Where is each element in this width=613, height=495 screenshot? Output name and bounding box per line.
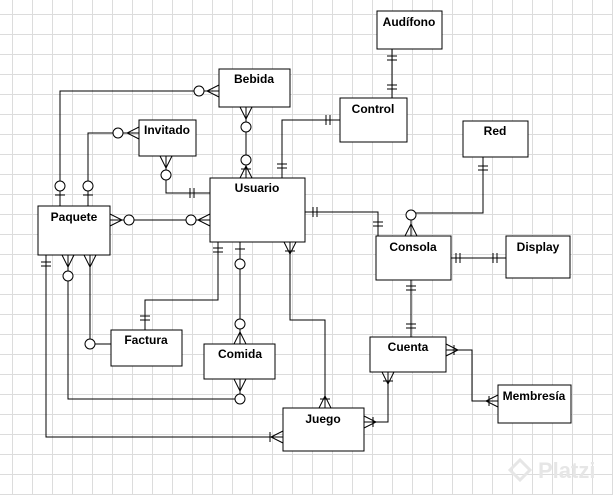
entity-membresia-label: Membresía bbox=[503, 389, 566, 403]
entity-red[interactable]: Red bbox=[462, 120, 529, 158]
entity-consola-label: Consola bbox=[389, 240, 437, 254]
entity-cuenta[interactable]: Cuenta bbox=[369, 336, 447, 373]
entity-invitado[interactable]: Invitado bbox=[138, 119, 197, 157]
entity-bebida[interactable]: Bebida bbox=[218, 68, 291, 108]
entity-paquete[interactable]: Paquete bbox=[37, 205, 111, 256]
rel-usuario-consola bbox=[305, 211, 379, 236]
entity-juego[interactable]: Juego bbox=[282, 407, 365, 452]
entity-juego-label: Juego bbox=[305, 412, 340, 426]
rel-cuenta-juego bbox=[364, 372, 389, 423]
entity-usuario[interactable]: Usuario bbox=[209, 177, 306, 243]
entity-red-label: Red bbox=[484, 124, 507, 138]
entity-control[interactable]: Control bbox=[339, 97, 408, 143]
rel-invitado-usuario bbox=[165, 156, 210, 194]
entity-bebida-label: Bebida bbox=[234, 72, 274, 86]
rel-cuenta-membresia bbox=[446, 349, 498, 402]
entity-consola[interactable]: Consola bbox=[375, 235, 452, 281]
rel-usuario-juego bbox=[289, 242, 326, 408]
entity-display-label: Display bbox=[517, 240, 560, 254]
entity-audifono[interactable]: Audífono bbox=[376, 10, 443, 50]
cardinality-markers bbox=[41, 55, 499, 444]
entity-invitado-label: Invitado bbox=[144, 123, 190, 137]
entity-display[interactable]: Display bbox=[505, 235, 571, 279]
watermark-text: Platzi bbox=[538, 458, 595, 483]
rel-invitado-paquete bbox=[87, 132, 139, 206]
entity-factura-label: Factura bbox=[124, 333, 168, 347]
rel-comida-paquete bbox=[67, 255, 241, 400]
platzi-logo-icon bbox=[507, 457, 533, 483]
rel-control-usuario bbox=[281, 119, 340, 178]
entity-control-label: Control bbox=[352, 102, 395, 116]
platzi-watermark: Platzi bbox=[507, 457, 595, 483]
rel-usuario-factura bbox=[144, 242, 219, 330]
entity-comida[interactable]: Comida bbox=[203, 343, 276, 380]
entity-paquete-label: Paquete bbox=[51, 210, 98, 224]
entity-factura[interactable]: Factura bbox=[110, 329, 183, 367]
entity-membresia[interactable]: Membresía bbox=[497, 384, 572, 424]
entity-cuenta-label: Cuenta bbox=[388, 340, 429, 354]
rel-factura-paquete bbox=[89, 255, 111, 345]
rel-red-consola bbox=[410, 157, 484, 236]
entity-usuario-label: Usuario bbox=[235, 181, 280, 195]
entity-comida-label: Comida bbox=[218, 347, 262, 361]
entity-audifono-label: Audífono bbox=[383, 15, 436, 29]
rel-bebida-paquete bbox=[59, 90, 219, 206]
rel-paquete-juego bbox=[45, 255, 283, 438]
